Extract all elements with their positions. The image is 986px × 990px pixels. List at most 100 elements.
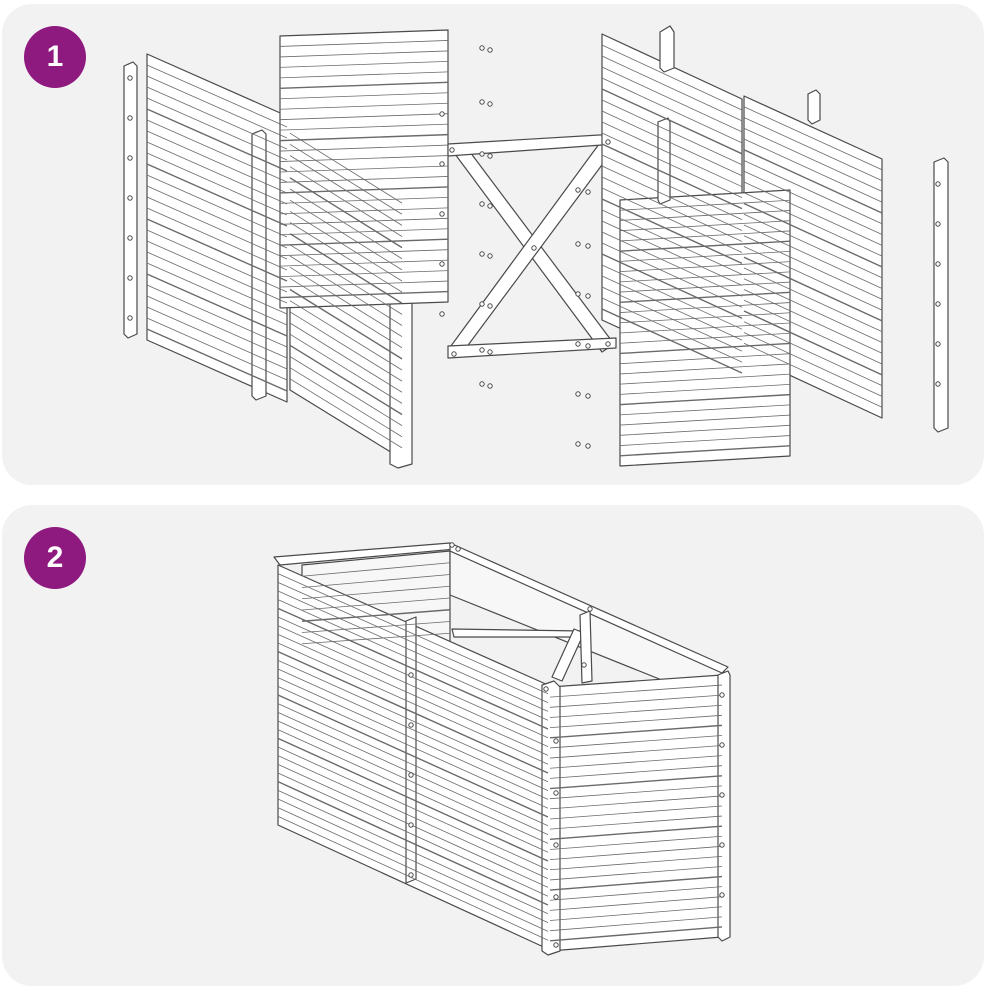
corrugation-line <box>549 745 723 759</box>
corrugation-line <box>619 373 791 385</box>
corrugation-line <box>549 835 723 850</box>
corrugation-line <box>277 807 549 932</box>
corrugation-line <box>146 86 288 150</box>
corrugation-line <box>743 149 883 214</box>
screw-icon <box>935 261 941 267</box>
corrugation-line <box>277 668 549 791</box>
corrugation-line <box>619 240 791 252</box>
corrugation-line <box>743 117 883 181</box>
corrugation-line <box>289 378 403 449</box>
corrugation-line <box>619 312 791 324</box>
corrugation-line <box>146 295 288 359</box>
corrugation-line <box>619 271 791 283</box>
screw-icon <box>479 151 485 157</box>
corrugation-line <box>743 192 883 257</box>
corrugation-line <box>301 597 451 611</box>
corrugation-line <box>619 281 791 293</box>
screw-icon <box>575 441 581 447</box>
corrugation-line <box>279 165 449 173</box>
corrugation-line <box>743 160 883 225</box>
corrugation-line <box>601 55 743 122</box>
corrugation-line <box>601 286 743 352</box>
screw-icon <box>719 742 725 748</box>
corrugation-line <box>743 332 883 397</box>
corrugation-line <box>301 621 451 633</box>
internal-post <box>579 610 593 684</box>
corrugation-line <box>743 321 883 386</box>
screw-icon <box>127 155 133 161</box>
corrugation-line <box>619 353 791 365</box>
corrugation-line <box>277 737 549 862</box>
screw-icon <box>479 251 485 257</box>
screw-icon <box>585 443 591 449</box>
corrugation-line <box>549 704 723 718</box>
corrugation-line <box>619 261 791 273</box>
middle-post-left <box>251 129 267 401</box>
corrugation-line <box>549 866 723 881</box>
corrugation-line <box>289 255 403 326</box>
corrugation-line <box>301 632 451 645</box>
screw-icon <box>479 301 485 307</box>
corrugation-line <box>289 311 403 382</box>
corrugation-line <box>277 642 549 765</box>
screw-icon <box>585 393 591 399</box>
corrugation-line <box>146 108 288 172</box>
corrugation-line <box>279 144 449 152</box>
corrugation-line <box>146 152 288 216</box>
corrugation-line <box>277 659 549 783</box>
corrugation-line <box>289 300 403 371</box>
corrugation-line <box>146 130 288 194</box>
corrugation-line <box>743 138 883 203</box>
corrugation-line <box>601 253 743 319</box>
corrugation-line <box>279 280 449 288</box>
step-1-panel: 1 <box>2 4 984 485</box>
screw-icon <box>605 341 611 347</box>
screw-icon <box>479 381 485 387</box>
corrugation-line <box>549 684 723 698</box>
corrugation-line <box>549 775 723 790</box>
corrugation-line <box>279 176 449 183</box>
corrugation-line <box>601 77 743 144</box>
corrugation-line <box>619 199 791 211</box>
screw-icon <box>127 115 133 121</box>
screw-icon <box>487 349 493 355</box>
corrugation-line <box>289 344 403 416</box>
corrugation-line <box>277 625 549 747</box>
screw-icon <box>719 692 725 698</box>
corrugation-line <box>146 262 288 326</box>
screw-icon <box>479 347 485 353</box>
corrugation-line <box>277 755 549 879</box>
screw-icon <box>935 381 941 387</box>
corrugation-line <box>743 235 883 300</box>
screw-icon <box>408 672 414 678</box>
screw-icon <box>719 892 725 898</box>
screw-icon <box>531 245 537 251</box>
corrugation-line <box>619 220 791 232</box>
screw-icon <box>575 241 581 247</box>
screw-icon <box>439 311 445 317</box>
screw-icon <box>455 546 461 552</box>
screw-icon <box>479 201 485 207</box>
corrugation-line <box>289 333 403 404</box>
corrugation-line <box>301 609 451 622</box>
screw-icon <box>719 842 725 848</box>
corrugation-line <box>279 238 449 246</box>
corrugation-line <box>743 246 883 311</box>
corrugation-line <box>743 256 883 322</box>
corner-post-right <box>933 157 949 433</box>
corrugation-line <box>146 64 288 128</box>
step-2-panel: 2 <box>2 505 984 986</box>
corrugation-line <box>279 102 449 110</box>
corrugation-line <box>601 143 743 210</box>
corrugation-line <box>601 110 743 177</box>
screw-icon <box>585 343 591 349</box>
assembled-bin-drawing <box>273 542 731 956</box>
corrugation-line <box>146 251 288 315</box>
corrugation-line <box>279 81 449 90</box>
corrugation-line <box>146 218 288 282</box>
corrugation-line <box>601 44 743 111</box>
corrugation-line <box>279 217 449 225</box>
corrugation-line <box>289 277 403 349</box>
screw-icon <box>127 75 133 81</box>
corrugation-line <box>146 273 288 337</box>
